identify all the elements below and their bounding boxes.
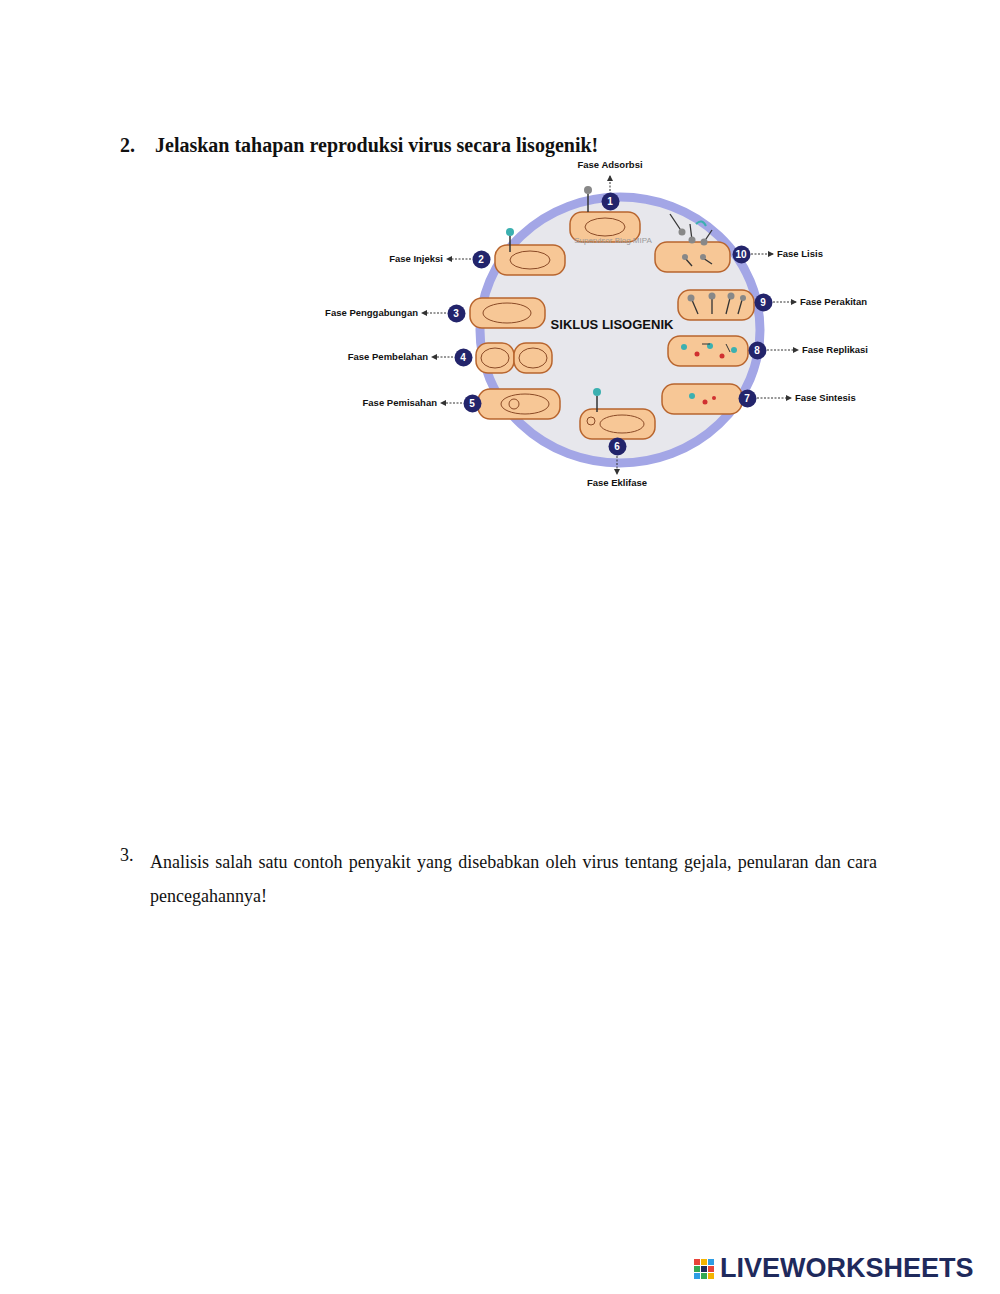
callout-number: 7 [738,389,757,408]
callout-number: 4 [454,348,473,367]
phase-label: Fase Penggabungan [325,307,418,318]
callout-number: 1 [601,192,620,211]
callout-circle: 8 [748,341,767,360]
callout-number: 6 [608,437,627,456]
callout-number: 8 [748,341,767,360]
callout-circle: 4 [454,348,473,367]
callout-circle: 1 [601,192,620,211]
callout-circle: 9 [754,293,773,312]
callout-circle: 6 [608,437,627,456]
phase-label: Fase Perakitan [800,296,867,307]
logo-icon [694,1259,714,1279]
question-text: Analisis salah satu contoh penyakit yang… [150,845,877,913]
callout-number: 3 [447,304,466,323]
phase-label: Fase Replikasi [802,344,868,355]
question-number: 3. [120,845,134,866]
callout-circle: 10 [732,245,751,264]
callout-circle: 2 [472,250,491,269]
phase-label: Fase Pembelahan [348,351,428,362]
logo-text: LIVEWORKSHEETS [720,1253,974,1284]
question-number: 2. [120,134,135,157]
phase-label: Fase Sintesis [795,392,856,403]
callout-circle: 3 [447,304,466,323]
callout-number: 10 [732,245,751,264]
phase-label: Fase Eklifase [587,477,647,488]
phase-label: Fase Adsorbsi [577,159,642,170]
callout-number: 5 [463,394,482,413]
phase-label: Fase Injeksi [389,253,443,264]
callout-number: 9 [754,293,773,312]
callout-circle: 7 [738,389,757,408]
watermark: Supervisor Blog MIPA [574,236,652,245]
phase-label: Fase Pemisahan [363,397,437,408]
callout-circle: 5 [463,394,482,413]
cycle-title: SIKLUS LISOGENIK [551,317,674,332]
callout-number: 2 [472,250,491,269]
phase-label: Fase Lisis [777,248,823,259]
question-text: Jelaskan tahapan reproduksi virus secara… [155,134,598,157]
